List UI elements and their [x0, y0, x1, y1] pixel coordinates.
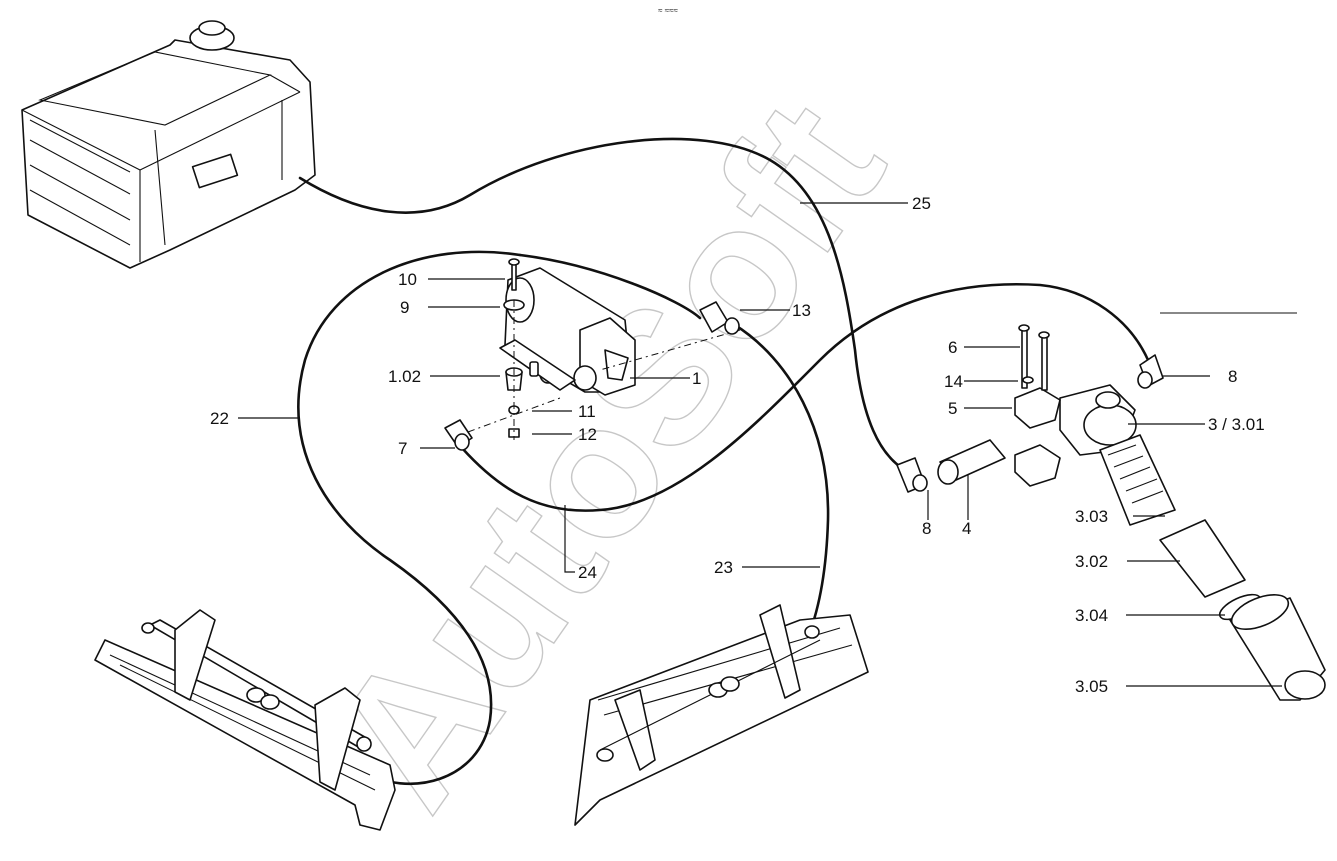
- callout-8-right: 8: [1228, 367, 1237, 386]
- hose-24: [460, 283, 1150, 512]
- callout-10: 10: [398, 270, 417, 289]
- callout-25: 25: [912, 194, 931, 213]
- callout-3-05: 3.05: [1075, 677, 1108, 696]
- callout-9: 9: [400, 298, 409, 317]
- fitting-7: [444, 419, 473, 451]
- pump-small-parts: [467, 258, 741, 440]
- fitting-8-left: [896, 457, 928, 493]
- callout-12: 12: [578, 425, 597, 444]
- callout-1: 1: [692, 369, 701, 388]
- hose-22: [297, 250, 522, 786]
- callout-3-04: 3.04: [1075, 606, 1108, 625]
- fitting-8-right: [1137, 354, 1164, 389]
- callout-labels: 10 9 1.02 1 11 12 7 13 22 23 24 25 6 14 …: [210, 194, 1265, 696]
- pump: [499, 267, 636, 396]
- callout-13: 13: [792, 301, 811, 320]
- callout-4: 4: [962, 519, 971, 538]
- filter-assembly: [1059, 384, 1326, 701]
- callout-23: 23: [714, 558, 733, 577]
- clamp-5: [1014, 324, 1061, 487]
- hoses: [297, 137, 1150, 786]
- callout-1-02: 1.02: [388, 367, 421, 386]
- header-mark: ≈ ≈≈≈: [658, 6, 678, 15]
- spray-bar-left: [94, 609, 396, 831]
- hose-22-top: [518, 253, 702, 320]
- callout-6: 6: [948, 338, 957, 357]
- callout-14: 14: [944, 372, 963, 391]
- callout-3-3-01: 3 / 3.01: [1208, 415, 1265, 434]
- callout-3-02: 3.02: [1075, 552, 1108, 571]
- callout-8-left: 8: [922, 519, 931, 538]
- hose-25: [298, 137, 907, 472]
- fitting-13: [699, 301, 740, 335]
- adapter-4: [937, 439, 1006, 485]
- spray-bar-right: [574, 604, 869, 826]
- callout-5: 5: [948, 399, 957, 418]
- callout-11: 11: [578, 402, 596, 421]
- callout-7: 7: [398, 439, 407, 458]
- leader-lines: [238, 202, 1282, 687]
- callout-3-03: 3.03: [1075, 507, 1108, 526]
- callout-24: 24: [578, 563, 597, 582]
- water-tank: [21, 20, 316, 269]
- callout-22: 22: [210, 409, 229, 428]
